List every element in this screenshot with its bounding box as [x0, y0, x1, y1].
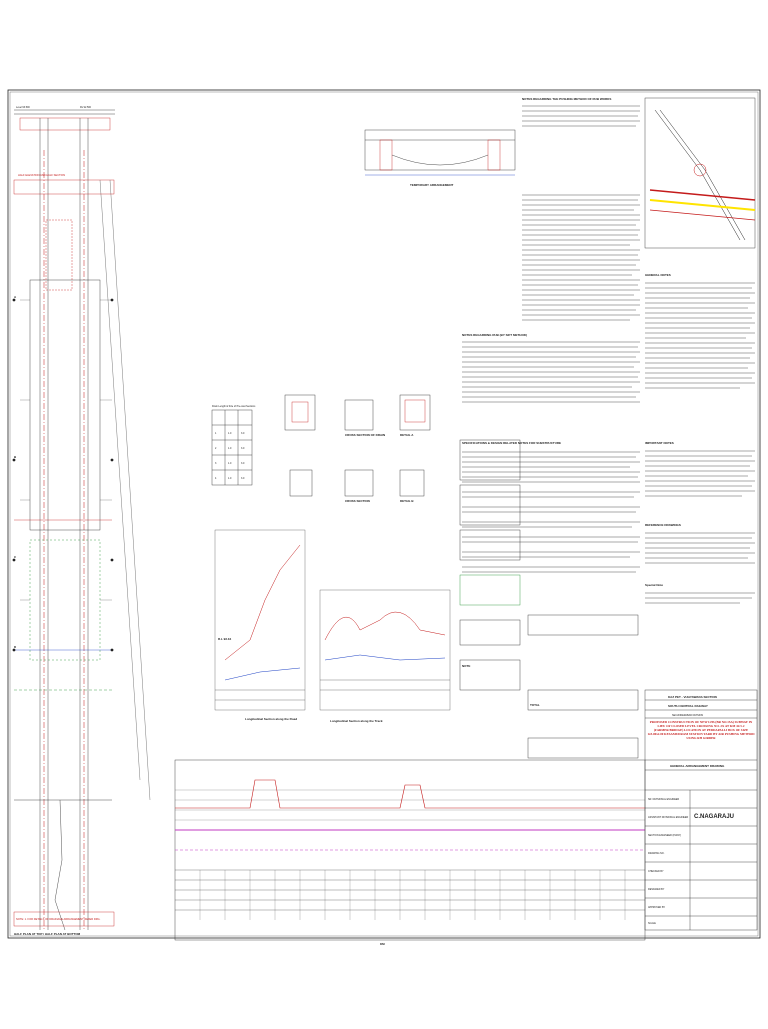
- tb-row-3: SECTION ENGINEER (P.WAY): [648, 834, 681, 837]
- important-notes-lines: [645, 450, 755, 497]
- left-top-label-2: RL 92.500: [80, 106, 92, 109]
- title-drawing: GENERAL ARRANGEMENT DRAWING: [670, 764, 725, 768]
- tb-row-4: DRAWING NO.: [648, 852, 665, 855]
- title-division: SECUNDERABAD DIVISION: [672, 714, 703, 717]
- drain-r1c2: 1.0: [228, 432, 232, 435]
- general-notes-lines: [645, 282, 755, 389]
- left-plan-title: HALF PLAN AT TOP / HALF PLAN AT BOTTOM: [14, 932, 81, 936]
- important-notes-title: IMPORTANT NOTES: [645, 441, 674, 445]
- drain-r3c2: 1.0: [228, 462, 232, 465]
- profile-road-title: Longitudinal Section along the Road: [245, 717, 297, 721]
- title-block: [644, 689, 758, 931]
- drain-r2c1: 2: [215, 447, 217, 450]
- title-heading: PROPOSED CONSTRUCTION OF NEW LHS (BR NO.…: [647, 720, 755, 740]
- detail-a-title: DETAIL A: [400, 433, 414, 437]
- drain-r2c2: 1.0: [228, 447, 232, 450]
- tb-row-8: SCALE: [648, 922, 656, 925]
- profile-track-title: Longitudinal Section along the Track: [330, 719, 383, 723]
- profile-road: [214, 529, 306, 711]
- left-plan-dims: [20, 299, 112, 601]
- special-note-title: Special Note: [645, 583, 663, 587]
- drain-table-title: Drain Length & Size of Pre-cast Sections: [212, 405, 256, 408]
- left-note: NOTE: 1. FOR DETAILS OF DRAINAGE ARRANGE…: [16, 917, 101, 921]
- special-note-lines: [645, 592, 755, 604]
- tb-row-7: APPROVED BY: [648, 906, 666, 909]
- title-section: KAZ PET - VIJAYAWADA SECTION: [668, 695, 717, 699]
- drain-table: [211, 409, 253, 486]
- key-plan: [644, 97, 756, 249]
- profile-rl-label: R.L 93.34: [218, 637, 231, 641]
- title-heading-box: PROPOSED CONSTRUCTION OF NEW LHS (BR NO.…: [647, 720, 755, 740]
- sheet-inner-border: [9, 91, 759, 937]
- notes-small-tables: [459, 439, 521, 646]
- detail-b-title: DETAIL B: [400, 499, 414, 503]
- notes-spec-lines: [462, 451, 640, 573]
- title-org: SOUTH CENTRAL RAILWAY: [668, 704, 708, 708]
- note-box-label: NOTE: [462, 664, 470, 668]
- tb-row-2: ASSISTANT DIVISIONAL ENGINEER: [648, 816, 688, 819]
- tb-row-6: DESIGNED BY: [648, 888, 665, 891]
- left-plan-ticks: [12, 298, 114, 652]
- drain-r4c2: 1.0: [228, 477, 232, 480]
- drain-r4c1: 4: [215, 477, 217, 480]
- notes-rub-title: NOTES REGARDING RUB (BY SIFT METHOD): [462, 333, 527, 337]
- tb-row-5: CHECKED BY: [648, 870, 664, 873]
- drain-r4c3: 3.0: [241, 477, 245, 480]
- left-note-box: [13, 911, 115, 927]
- notes-main-title: NOTES REGARDING THE PUSHING METHOD OF RU…: [522, 97, 611, 101]
- notes-spec-title: SPECIFICATIONS & DESIGN RELATED NOTES FO…: [462, 441, 561, 445]
- reference-lines: [645, 532, 755, 564]
- cross-section-title: CROSS SECTION: [345, 499, 370, 503]
- drain-r3c1: 3: [215, 462, 217, 465]
- detail-drain-title: CROSS SECTION OF DRAIN: [345, 433, 385, 437]
- left-top-label-1: Level 93.500: [16, 106, 30, 109]
- notes-main-lines: [522, 105, 640, 321]
- mark-c: C: [14, 555, 17, 559]
- center-notes-boxes: [459, 614, 639, 759]
- mark-d: D: [14, 645, 17, 649]
- drain-r1c3: 3.0: [241, 432, 245, 435]
- notes-rub-lines: [462, 341, 640, 403]
- temp-arrangement-drawing: [364, 129, 516, 176]
- mark-a: A: [14, 295, 17, 299]
- reference-drawings-title: REFERENCE DRAWINGS: [645, 523, 681, 527]
- drain-r3c3: 3.0: [241, 462, 245, 465]
- mark-b: B: [14, 455, 17, 459]
- total-label: TOTAL: [530, 703, 540, 707]
- sheet-border: [7, 89, 761, 939]
- general-notes-title: GENERAL NOTES: [645, 273, 671, 277]
- detail-drain-section: [284, 394, 431, 497]
- drain-r1c1: 1: [215, 432, 217, 435]
- tb-row-1: SR. DIVISIONAL ENGINEER: [648, 798, 679, 801]
- temp-arrangement-title: TEMPORARY ARRANGEMENT: [410, 183, 454, 187]
- tb-signatory: C.NAGARAJU: [694, 814, 734, 820]
- long-profile-stations: [199, 870, 626, 920]
- left-section-note: HALF ELEVATION AND HALF SECTION: [18, 173, 65, 177]
- km-label: KM: [380, 942, 385, 946]
- profile-track: [319, 589, 451, 711]
- drain-r2c3: 3.0: [241, 447, 245, 450]
